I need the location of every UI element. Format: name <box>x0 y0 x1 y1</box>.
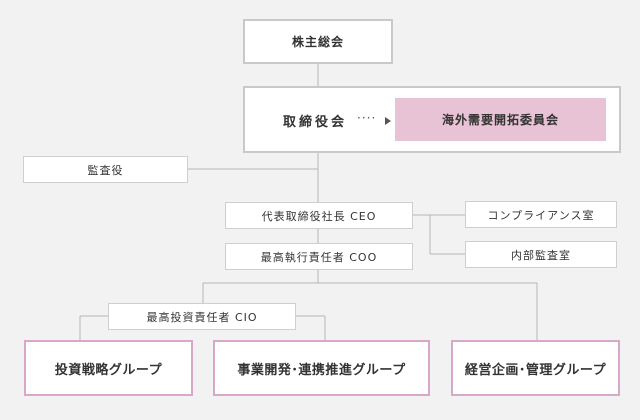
management-planning-group-label: 経営企画･管理グループ <box>464 362 607 378</box>
management-planning-group-box: 経営企画･管理グループ <box>451 340 620 396</box>
coo-label: 最高執行責任者 COO <box>260 250 378 264</box>
business-development-group-label: 事業開発･連携推進グループ <box>237 362 406 378</box>
overseas-demand-committee-box: 海外需要開拓委員会 <box>395 98 606 141</box>
cio-label: 最高投資責任者 CIO <box>146 310 258 324</box>
investment-strategy-group-box: 投資戦略グループ <box>24 340 193 396</box>
auditor-label: 監査役 <box>87 163 124 177</box>
shareholders-meeting-box: 株主総会 <box>243 19 393 64</box>
board-of-directors-label: 取締役会 <box>283 115 348 130</box>
arrow-right-icon <box>385 117 391 125</box>
compliance-office-label: コンプライアンス室 <box>487 208 595 222</box>
coo-box: 最高執行責任者 COO <box>225 243 413 270</box>
internal-audit-office-box: 内部監査室 <box>465 241 617 268</box>
ceo-label: 代表取締役社長 CEO <box>261 209 377 223</box>
business-development-group-box: 事業開発･連携推進グループ <box>213 340 430 396</box>
ceo-box: 代表取締役社長 CEO <box>225 202 413 229</box>
investment-strategy-group-label: 投資戦略グループ <box>54 362 163 378</box>
compliance-office-box: コンプライアンス室 <box>465 201 617 228</box>
overseas-demand-committee-label: 海外需要開拓委員会 <box>441 113 559 127</box>
connector-dots: ···· <box>357 111 377 125</box>
internal-audit-office-label: 内部監査室 <box>511 248 571 262</box>
cio-box: 最高投資責任者 CIO <box>108 303 296 330</box>
shareholders-meeting-label: 株主総会 <box>291 35 344 49</box>
auditor-box: 監査役 <box>23 156 188 183</box>
